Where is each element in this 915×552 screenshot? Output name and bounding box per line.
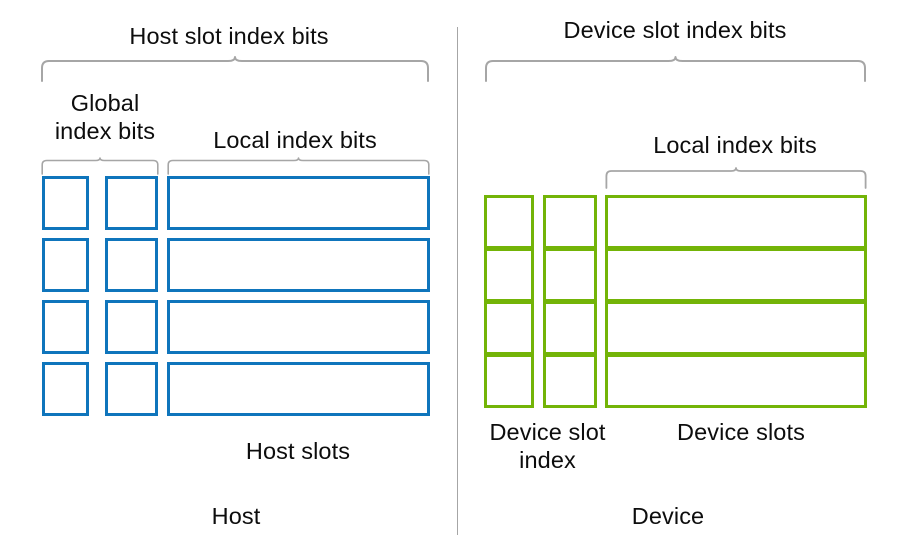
host-global-bit-cell[interactable] (42, 238, 89, 292)
device-slot-row[interactable] (605, 195, 867, 249)
host-local-index-bits-brace (167, 157, 430, 175)
device-slot-index-cell[interactable] (543, 248, 597, 302)
device-slot-index-cell[interactable] (543, 301, 597, 355)
host-slot-index-bits-label: Host slot index bits (129, 23, 329, 49)
device-slot-index-cell[interactable] (484, 248, 534, 302)
host-global-bit-cell[interactable] (105, 362, 158, 416)
host-global-index-bits-brace (41, 157, 159, 175)
device-slot-index-cell[interactable] (484, 195, 534, 249)
host-panel-label: Host (211, 503, 261, 529)
host-slots-label: Host slots (245, 438, 351, 464)
device-panel-label: Device (631, 503, 705, 529)
device-slot-index-bits-label: Device slot index bits (563, 17, 787, 43)
device-slot-row[interactable] (605, 248, 867, 302)
device-slot-index-cell[interactable] (484, 301, 534, 355)
device-local-index-bits-brace (605, 167, 867, 189)
host-global-bit-cell[interactable] (105, 176, 158, 230)
host-global-bit-cell[interactable] (42, 300, 89, 354)
host-local-index-bits-label: Local index bits (213, 127, 377, 153)
host-slot-row[interactable] (167, 362, 430, 416)
host-global-bit-cell[interactable] (105, 300, 158, 354)
device-slot-index-cell[interactable] (543, 354, 597, 408)
host-slot-row[interactable] (167, 176, 430, 230)
device-slot-index-bits-brace (484, 56, 867, 82)
host-slot-row[interactable] (167, 300, 430, 354)
host-global-index-bits-label: Global index bits (54, 90, 156, 144)
host-global-bit-cell[interactable] (105, 238, 158, 292)
panel-divider (457, 27, 458, 535)
device-slot-row[interactable] (605, 301, 867, 355)
device-local-index-bits-label: Local index bits (653, 132, 817, 158)
host-slot-index-bits-brace (40, 56, 430, 82)
host-slot-row[interactable] (167, 238, 430, 292)
device-slot-row[interactable] (605, 354, 867, 408)
host-global-bit-cell[interactable] (42, 176, 89, 230)
host-global-bit-cell[interactable] (42, 362, 89, 416)
device-slot-index-cell[interactable] (484, 354, 534, 408)
device-slot-index-cell[interactable] (543, 195, 597, 249)
device-slots-label: Device slots (677, 419, 805, 445)
device-slot-index-label: Device slot index (489, 419, 606, 473)
